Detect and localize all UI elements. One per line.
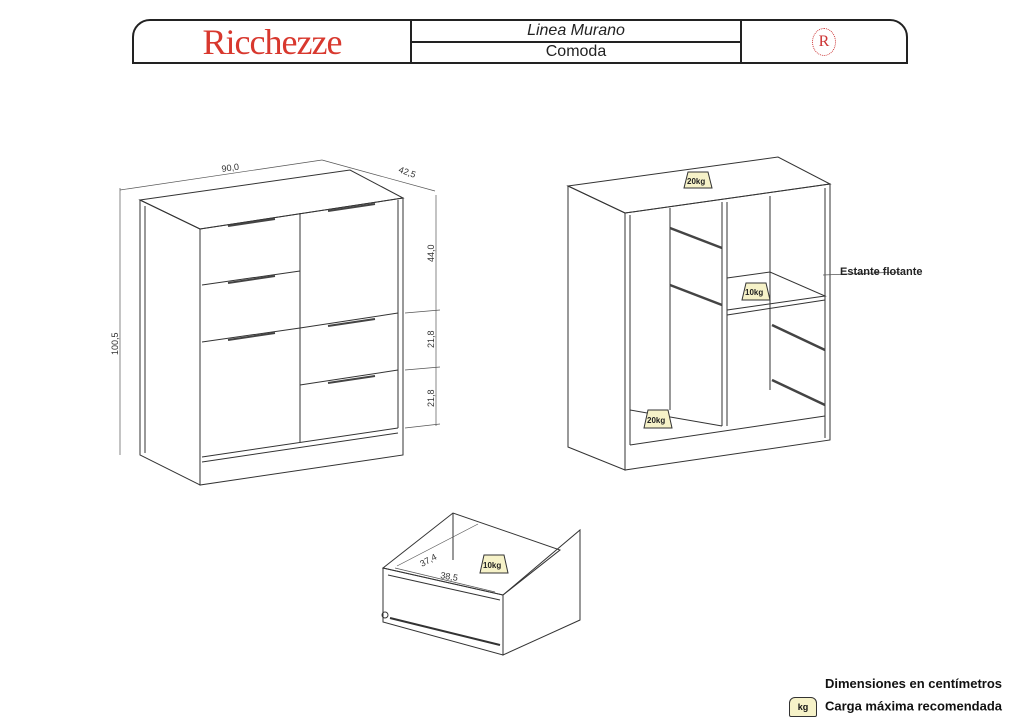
door-height-dimension: 44,0 bbox=[426, 244, 436, 262]
top-load-badge: 20kg bbox=[683, 171, 713, 189]
product-name: Comoda bbox=[545, 43, 607, 61]
width-dimension: 90,0 bbox=[221, 162, 240, 174]
load-legend: kg Carga máxima recomendada bbox=[788, 697, 1002, 717]
brand-seal-icon: R bbox=[812, 27, 836, 56]
kg-weight-icon: kg bbox=[788, 697, 817, 717]
title-cell: Linea Murano Comoda bbox=[412, 21, 742, 62]
brand-logo-cell: Ricchezze bbox=[134, 21, 412, 62]
product-line: Linea Murano bbox=[412, 21, 740, 43]
top-load-label: 20kg bbox=[687, 177, 705, 186]
drawer-load-label: 10kg bbox=[483, 561, 501, 570]
brand-logo: Ricchezze bbox=[202, 21, 343, 62]
shelf-load-badge: 10kg bbox=[741, 282, 771, 301]
load-note: Carga máxima recomendada bbox=[824, 698, 1002, 714]
height-dimension: 100,5 bbox=[110, 332, 120, 355]
dimensions-note: Dimensiones en centímetros bbox=[825, 676, 1002, 691]
drawer-view: 37,4 38,5 10kg bbox=[381, 512, 581, 656]
depth-dimension: 42,5 bbox=[397, 164, 417, 179]
drawer-depth-dimension: 37,4 bbox=[418, 552, 438, 569]
drawer-width-dimension: 38,5 bbox=[440, 570, 459, 583]
title-block: Ricchezze Linea Murano Comoda R bbox=[132, 19, 908, 64]
floating-shelf-label: Estante flotante bbox=[840, 266, 923, 278]
shelf-load-label: 10kg bbox=[745, 288, 763, 297]
drawer-height-dimension-2: 21,8 bbox=[426, 389, 436, 407]
drawer-load-badge: 10kg bbox=[479, 554, 509, 574]
bottom-load-badge: 20kg bbox=[643, 409, 673, 429]
drawer-height-dimension-1: 21,8 bbox=[426, 330, 436, 348]
front-view-cabinet: 90,0 42,5 100,5 44,0 21,8 21,8 bbox=[110, 159, 441, 486]
interior-view-cabinet: Estante flotante 20kg 10kg 20kg bbox=[566, 156, 923, 471]
bottom-load-label: 20kg bbox=[647, 416, 665, 425]
seal-cell: R bbox=[742, 21, 906, 62]
